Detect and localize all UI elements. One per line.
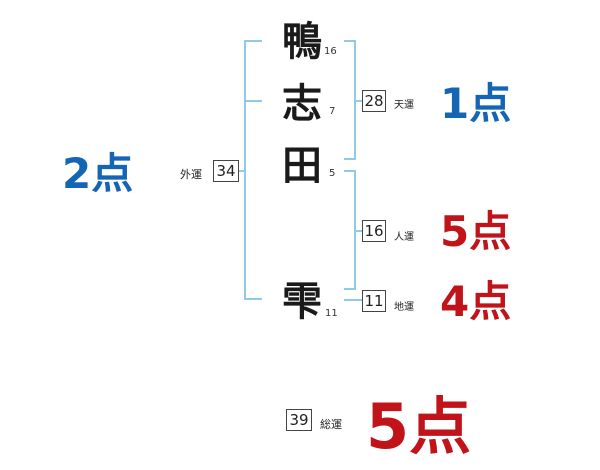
- person-fortune-label: 人運: [394, 232, 414, 243]
- total-fortune-score-number: 5: [366, 390, 410, 463]
- total-fortune-value: 39: [286, 409, 312, 431]
- person-bracket-top: [344, 170, 356, 172]
- heaven-fortune-score-number: 1: [440, 79, 470, 128]
- total-fortune-score-unit: 点: [409, 390, 472, 463]
- name-char-3: 田: [282, 143, 322, 189]
- name-char-2: 志: [282, 81, 322, 127]
- earth-fortune-value: 11: [362, 290, 386, 312]
- earth-fortune-score-number: 4: [440, 277, 470, 326]
- outer-bracket-top: [244, 40, 262, 42]
- name-char-3-strokes: 5: [329, 168, 336, 179]
- person-fortune-score-number: 5: [440, 207, 470, 256]
- person-bracket-connector: [354, 230, 362, 232]
- earth-fortune-label: 地運: [394, 302, 414, 313]
- outer-fortune-label: 外運: [180, 168, 202, 181]
- heaven-fortune-score-unit: 点: [469, 79, 512, 128]
- outer-bracket-mid: [244, 100, 262, 102]
- person-fortune-score: 5点: [440, 198, 511, 259]
- outer-fortune-score: 2点: [62, 140, 133, 201]
- person-bracket-bottom: [344, 288, 356, 290]
- earth-fortune-score-unit: 点: [469, 277, 512, 326]
- earth-connector: [344, 299, 362, 301]
- name-char-1: 鴨: [282, 19, 322, 65]
- name-char-4-strokes: 11: [325, 308, 338, 319]
- outer-fortune-score-number: 2: [62, 149, 92, 198]
- outer-fortune-value: 34: [213, 160, 239, 182]
- person-fortune-value: 16: [362, 220, 386, 242]
- name-char-2-strokes: 7: [329, 106, 336, 117]
- name-char-1-strokes: 16: [324, 46, 337, 57]
- heaven-fortune-label: 天運: [394, 100, 414, 111]
- total-fortune-label: 総運: [320, 418, 342, 431]
- person-fortune-score-unit: 点: [469, 207, 512, 256]
- outer-fortune-score-unit: 点: [91, 149, 134, 198]
- heaven-bracket-bottom: [344, 158, 356, 160]
- heaven-fortune-value: 28: [362, 90, 386, 112]
- name-char-4: 雫: [282, 279, 322, 325]
- outer-bracket-bottom: [244, 298, 262, 300]
- total-fortune-score: 5点: [366, 376, 471, 466]
- heaven-bracket-connector: [354, 100, 362, 102]
- outer-bracket-connector: [238, 170, 246, 172]
- heaven-fortune-score: 1点: [440, 70, 511, 131]
- heaven-bracket-top: [344, 40, 356, 42]
- earth-fortune-score: 4点: [440, 268, 511, 329]
